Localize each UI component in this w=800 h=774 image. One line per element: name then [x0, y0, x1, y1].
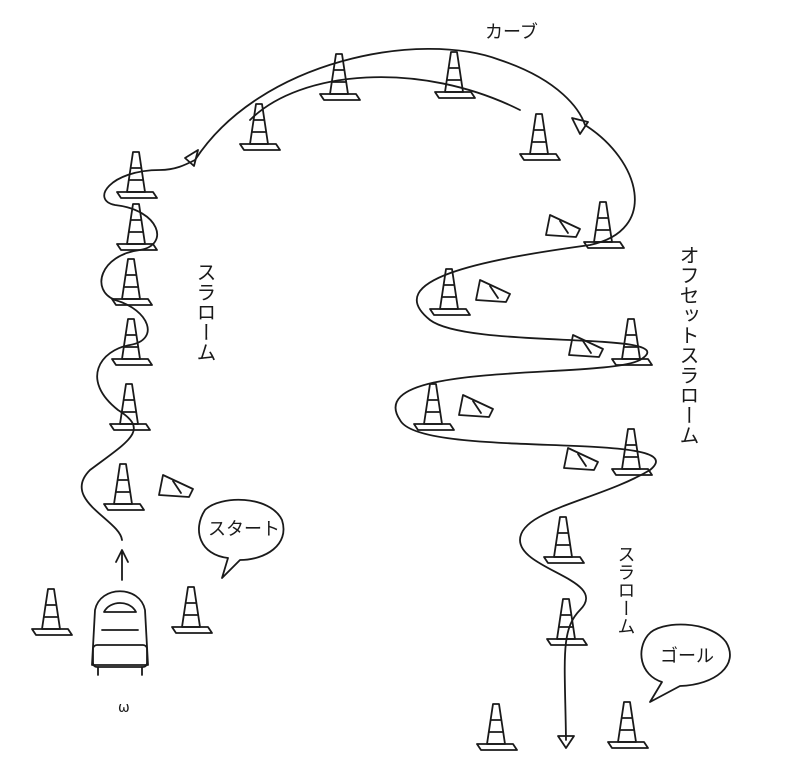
- cone: [476, 703, 518, 751]
- cone-fallen: [458, 394, 494, 418]
- goal-label: ゴール: [660, 646, 714, 667]
- cone-fallen: [545, 214, 581, 238]
- cone: [116, 151, 158, 199]
- offset-slalom-label: オフセットスラローム: [676, 245, 700, 445]
- cone: [31, 588, 73, 636]
- cone: [543, 516, 585, 564]
- start-bubble-shape: [198, 498, 285, 579]
- cone-fallen: [568, 334, 604, 358]
- car-icon: [91, 590, 149, 676]
- cone-fallen: [158, 474, 194, 498]
- cone: [583, 201, 625, 249]
- cone: [111, 318, 153, 366]
- watermark: ω: [118, 700, 130, 716]
- driving-path: [80, 48, 657, 741]
- cone: [171, 586, 213, 634]
- start-label: スタート: [208, 519, 280, 540]
- cone: [611, 318, 653, 366]
- slalom-right-label: スラローム: [615, 545, 636, 635]
- cone-fallen: [563, 447, 599, 471]
- cone: [429, 268, 471, 316]
- arrow-curve-1: [184, 149, 199, 167]
- slalom-left-label: スラローム: [193, 262, 217, 362]
- cone: [103, 463, 145, 511]
- cone: [111, 258, 153, 306]
- arrow-curve-2: [571, 117, 589, 135]
- cone: [109, 383, 151, 431]
- arrow-goal: [557, 735, 575, 749]
- arrow-start: [115, 549, 129, 581]
- curve-label: カーブ: [485, 21, 538, 43]
- cone-fallen: [475, 279, 511, 303]
- cone: [434, 51, 476, 99]
- cone: [413, 383, 455, 431]
- inner-curve-line: [249, 76, 521, 121]
- cone: [519, 113, 561, 161]
- cone: [611, 428, 653, 476]
- cone: [607, 701, 649, 749]
- goal-bubble-shape: [640, 623, 731, 703]
